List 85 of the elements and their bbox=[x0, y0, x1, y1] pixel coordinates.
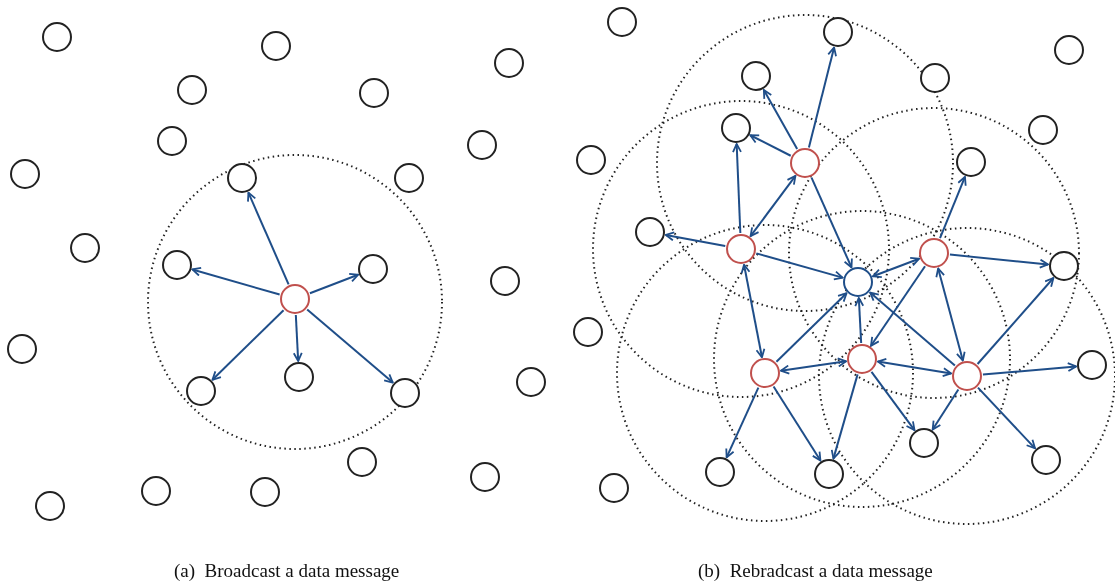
node-circle bbox=[470, 462, 500, 492]
node-circle bbox=[358, 254, 388, 284]
arrow bbox=[870, 265, 926, 347]
node-circle bbox=[7, 334, 37, 364]
node-circle bbox=[919, 238, 949, 268]
node-circle bbox=[726, 234, 756, 264]
arrow bbox=[740, 263, 766, 359]
node-circle bbox=[920, 63, 950, 93]
arrow bbox=[807, 46, 837, 149]
figure-caption: (b) Rebradcast a data message bbox=[698, 560, 933, 582]
arrow bbox=[976, 277, 1055, 365]
figure-caption: (a) Broadcast a data message bbox=[174, 560, 400, 582]
node-circle bbox=[280, 284, 310, 314]
arrow bbox=[870, 370, 916, 432]
arrow bbox=[772, 385, 822, 462]
node-circle bbox=[576, 145, 606, 175]
node-circle bbox=[516, 367, 546, 397]
node-circle bbox=[1031, 445, 1061, 475]
node-circle bbox=[847, 344, 877, 374]
arrow bbox=[830, 373, 859, 460]
arrow bbox=[869, 291, 956, 367]
node-circle bbox=[635, 217, 665, 247]
arrow bbox=[306, 308, 394, 384]
node-circle bbox=[227, 163, 257, 193]
arrow bbox=[931, 388, 960, 431]
arrow bbox=[749, 174, 797, 238]
node-circle bbox=[1049, 251, 1079, 281]
arrow bbox=[732, 143, 742, 234]
node-circle bbox=[250, 477, 280, 507]
node-circle bbox=[721, 113, 751, 143]
arrow bbox=[191, 266, 281, 296]
node-circle bbox=[394, 163, 424, 193]
arrow bbox=[775, 292, 848, 363]
arrow bbox=[755, 252, 844, 281]
node-circle bbox=[750, 358, 780, 388]
arrow bbox=[939, 175, 967, 240]
node-circle bbox=[467, 130, 497, 160]
node-circle bbox=[359, 78, 389, 108]
node-circle bbox=[1054, 35, 1084, 65]
node-circle bbox=[347, 447, 377, 477]
node-circle bbox=[956, 147, 986, 177]
node-circle bbox=[705, 457, 735, 487]
arrow bbox=[876, 358, 953, 377]
node-circle bbox=[823, 17, 853, 47]
node-circle bbox=[261, 31, 291, 61]
node-circle bbox=[35, 491, 65, 521]
node-circle bbox=[186, 376, 216, 406]
arrow bbox=[247, 191, 290, 286]
arrow bbox=[854, 297, 865, 344]
arrow bbox=[292, 314, 303, 362]
arrow bbox=[725, 386, 760, 459]
arrow bbox=[749, 134, 792, 157]
node-circle bbox=[284, 362, 314, 392]
node-circle bbox=[390, 378, 420, 408]
node-circle bbox=[952, 361, 982, 391]
arrow bbox=[976, 386, 1037, 450]
node-circle bbox=[141, 476, 171, 506]
node-circle bbox=[42, 22, 72, 52]
node-circle bbox=[843, 267, 873, 297]
node-circle bbox=[157, 126, 187, 156]
arrow bbox=[664, 231, 727, 248]
node-circle bbox=[573, 317, 603, 347]
arrow bbox=[762, 88, 799, 151]
node-circle bbox=[1077, 350, 1107, 380]
node-circle bbox=[70, 233, 100, 263]
node-circle bbox=[10, 159, 40, 189]
arrow bbox=[779, 357, 848, 375]
arrow bbox=[308, 273, 360, 295]
node-circle bbox=[909, 428, 939, 458]
node-circle bbox=[790, 148, 820, 178]
node-circle bbox=[741, 61, 771, 91]
node-circle bbox=[814, 459, 844, 489]
node-circle bbox=[599, 473, 629, 503]
node-circle bbox=[1028, 115, 1058, 145]
node-circle bbox=[607, 7, 637, 37]
node-circle bbox=[494, 48, 524, 78]
node-circle bbox=[490, 266, 520, 296]
arrow bbox=[871, 256, 921, 279]
arrow bbox=[981, 362, 1078, 376]
arrow bbox=[211, 309, 285, 381]
arrow bbox=[935, 267, 966, 362]
arrow bbox=[948, 253, 1050, 269]
node-circle bbox=[162, 250, 192, 280]
node-circle bbox=[177, 75, 207, 105]
arrow bbox=[810, 176, 853, 269]
